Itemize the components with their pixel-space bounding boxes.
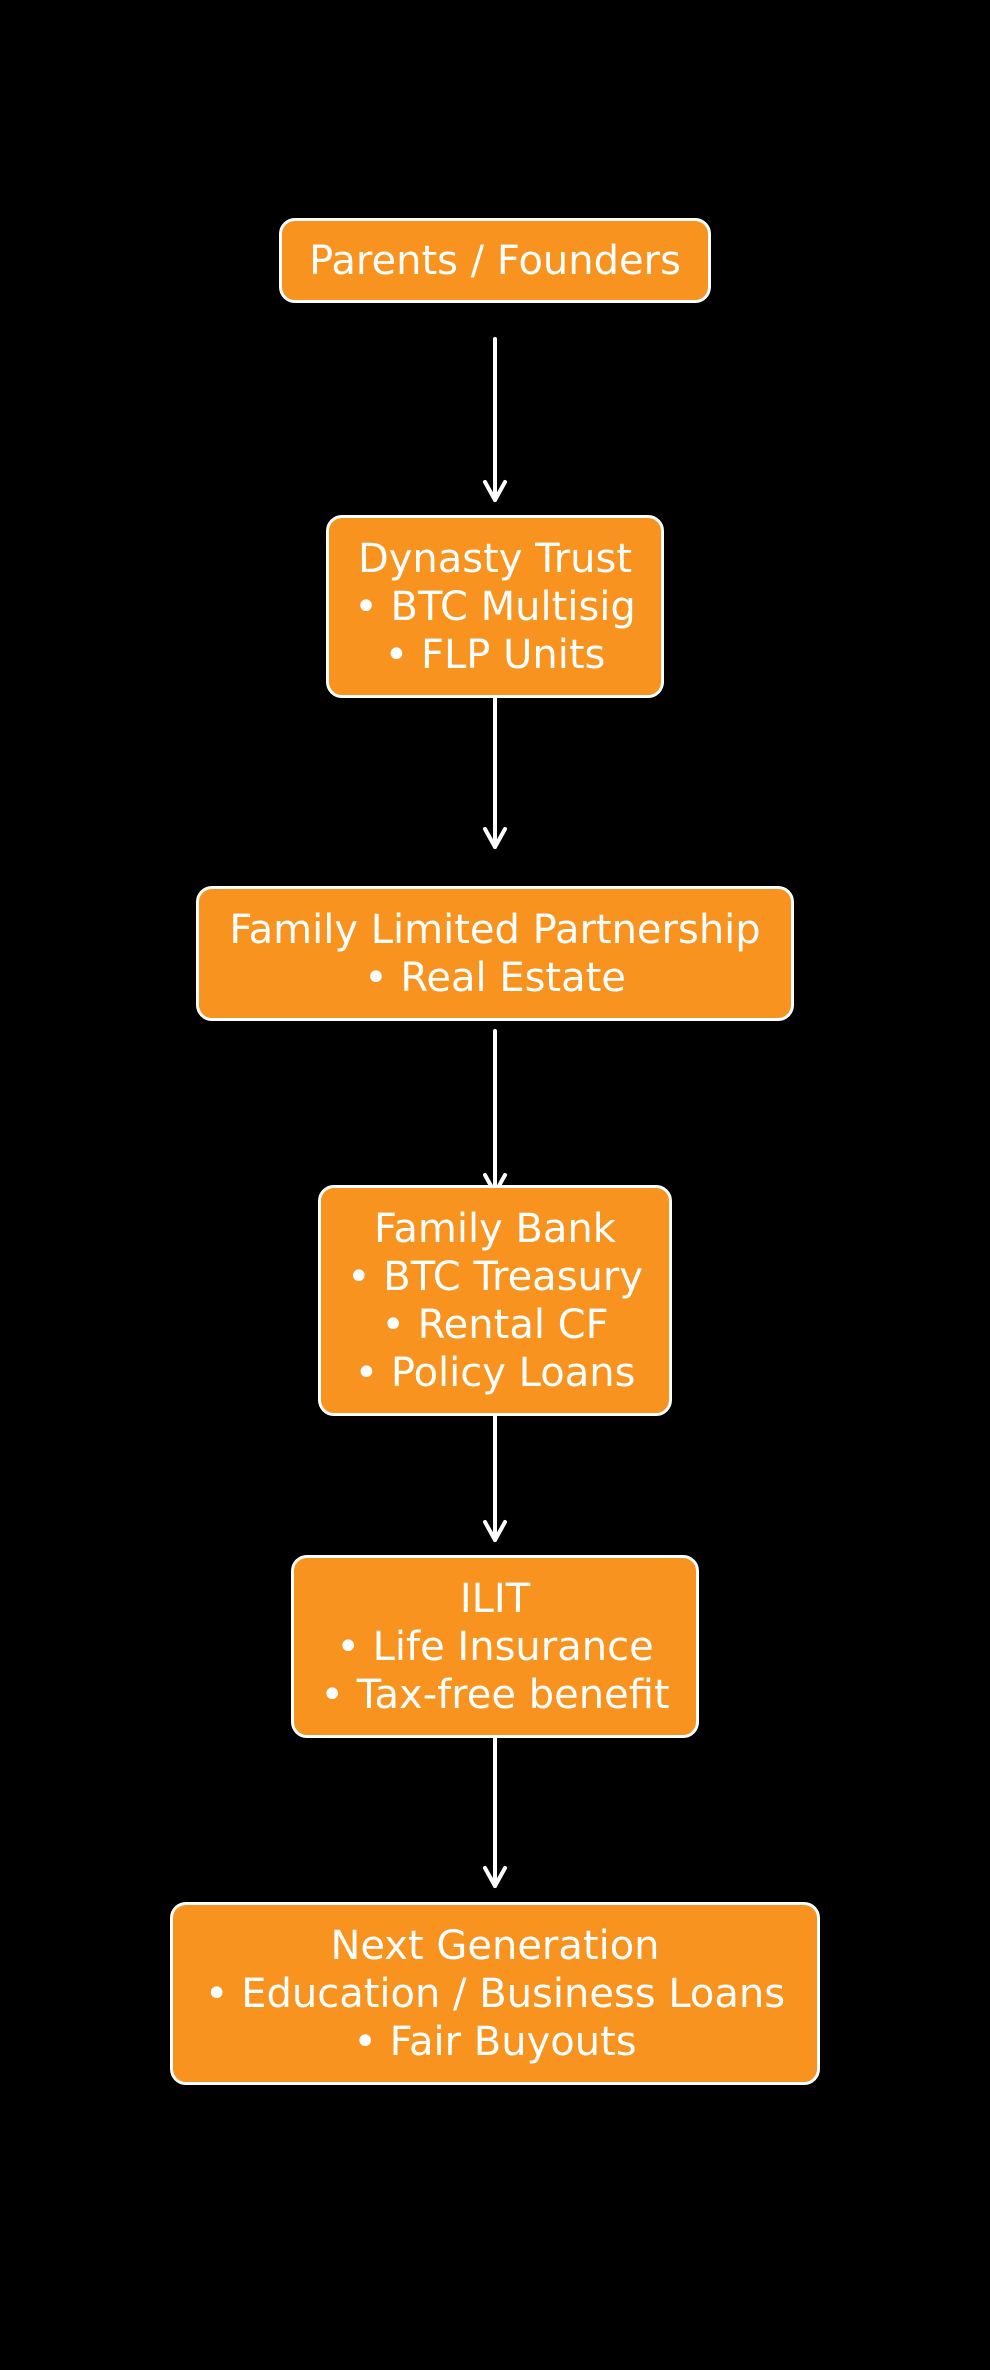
arrow-dynasty-to-flp [483,683,507,849]
node-ilit: ILIT • Life Insurance • Tax-free benefit [291,1555,699,1738]
node-bullet: • FLP Units [384,631,606,678]
node-bullet: • Fair Buyouts [353,2018,637,2065]
node-title: Dynasty Trust [357,535,633,582]
node-parents-founders: Parents / Founders [279,218,711,303]
node-title: Family Bank [374,1205,616,1252]
node-family-bank: Family Bank • BTC Treasury • Rental CF •… [318,1185,672,1416]
node-next-generation: Next Generation • Education / Business L… [170,1902,820,2085]
node-dynasty-trust: Dynasty Trust • BTC Multisig • FLP Units [326,515,664,698]
arrow-ilit-to-nextgen [483,1722,507,1888]
node-bullet: • BTC Multisig [354,583,636,630]
arrow-parents-to-dynasty [483,337,507,502]
node-bullet: • Education / Business Loans [204,1970,786,2017]
node-title: ILIT [459,1575,531,1622]
node-bullet: • Real Estate [364,954,626,1001]
node-line: Parents / Founders [309,237,681,284]
node-bullet: • Life Insurance [336,1623,654,1670]
node-bullet: • Policy Loans [354,1349,636,1396]
arrow-flp-to-bank [483,1029,507,1195]
node-title: Next Generation [330,1922,660,1969]
node-bullet: • BTC Treasury [346,1253,644,1300]
node-family-limited-partnership: Family Limited Partnership • Real Estate [196,886,794,1021]
node-bullet: • Rental CF [381,1301,609,1348]
node-title: Family Limited Partnership [229,906,761,953]
node-bullet: • Tax-free benefit [320,1671,670,1718]
